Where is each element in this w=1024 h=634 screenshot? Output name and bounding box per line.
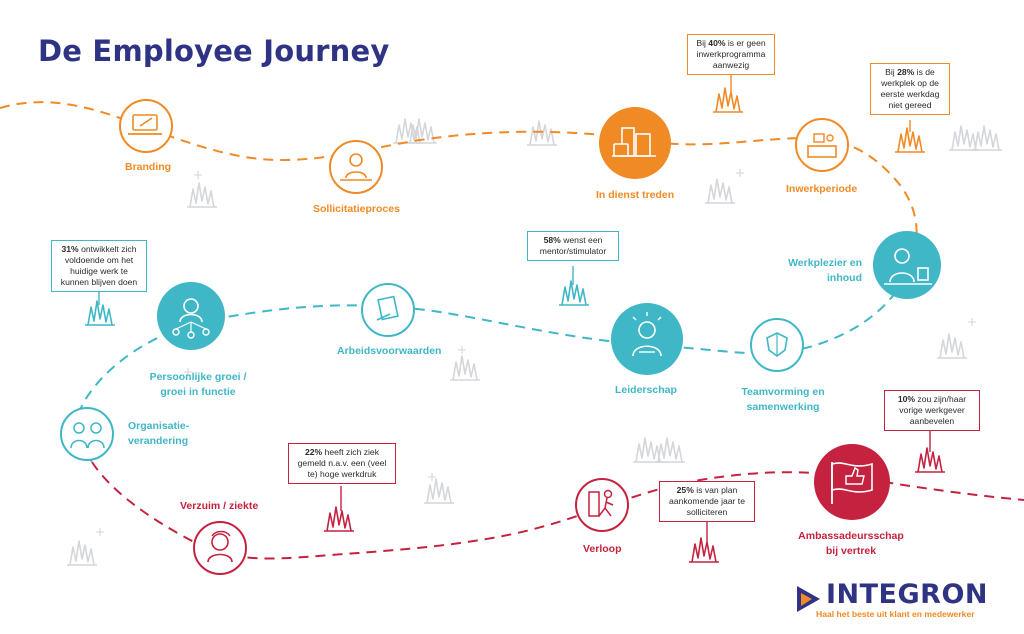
page-title: De Employee Journey [38, 34, 390, 68]
stage-label-ambassadeur-line1: Ambassadeursschap [798, 530, 904, 542]
stage-label-werkplezier: Werkplezier en inhoud [784, 256, 862, 286]
stage-label-arbeidsvoorwaarden: Arbeidsvoorwaarden [337, 345, 442, 357]
stage-label-sollicitatieproces: Sollicitatieproces [313, 203, 400, 215]
thumbs-up-flag-icon [814, 444, 890, 520]
sick-person-icon [193, 521, 247, 575]
stage-label-verzuim: Verzuim / ziekte [180, 500, 259, 512]
stage-label-organisatieverandering: Organisatie- verandering [128, 419, 189, 449]
stage-label-branding: Branding [125, 161, 172, 173]
stat-sign-10: 10% zou zijn/haar vorige werkgever aanbe… [884, 390, 980, 431]
contract-signing-icon [361, 283, 415, 337]
candidate-desk-icon [329, 140, 383, 194]
person-leaving-icon [575, 478, 629, 532]
stage-label-teamvorming-line1: Teamvorming en [741, 386, 825, 398]
stage-label-verloop: Verloop [583, 543, 622, 555]
happy-worker-icon [873, 231, 941, 299]
laptop-pen-icon [119, 99, 173, 153]
stage-label-in-dienst-treden: In dienst treden [596, 189, 675, 201]
office-buildings-icon [599, 107, 671, 179]
stage-label-persoonlijke-groei: Persoonlijke groei / groei in functie [143, 370, 253, 400]
stat-sign-28: Bij 28% is de werkplek op de eerste werk… [870, 63, 950, 115]
stage-label-inwerkperiode: Inwerkperiode [786, 183, 858, 195]
stage-label-ambassadeur-line2: bij vertrek [825, 545, 877, 557]
stage-label-teamvorming-line2: samenwerking [746, 401, 820, 413]
integron-tagline: Haal het beste uit klant en medewerker [816, 609, 975, 619]
stage-label-teamvorming: Teamvorming en samenwerking [738, 385, 828, 415]
stat-sign-58: 58% wenst een mentor/stimulator [527, 231, 619, 261]
growth-network-icon [157, 282, 225, 350]
conversation-people-icon [60, 407, 114, 461]
stage-label-werkplezier-line1: Werkplezier en [788, 257, 862, 269]
stage-label-organisatie-line1: Organisatie- [128, 420, 190, 432]
leader-icon [611, 303, 683, 375]
puzzle-hands-icon [750, 318, 804, 372]
integron-logo-mark [797, 586, 820, 612]
stage-label-ambassadeursschap: Ambassadeursschap bij vertrek [798, 529, 904, 559]
stage-label-groei-line2: groei in functie [160, 386, 236, 398]
stage-label-werkplezier-line2: inhoud [827, 272, 862, 284]
workspace-desk-icon [795, 118, 849, 172]
stage-label-groei-line1: Persoonlijke groei / [149, 371, 247, 383]
sign-grass [84, 75, 946, 563]
stat-sign-40: Bij 40% is er geen inwerkprogramma aanwe… [687, 34, 775, 75]
stat-sign-25: 25% is van plan aankomende jaar te solli… [659, 481, 755, 522]
stat-sign-31: 31% ontwikkelt zich voldoende om het hui… [51, 240, 147, 292]
stage-label-leiderschap: Leiderschap [615, 384, 677, 396]
stage-label-organisatie-line2: verandering [128, 435, 189, 447]
stat-sign-22: 22% heeft zich ziek gemeld n.a.v. een (v… [288, 443, 396, 484]
integron-logo-text: INTEGRON [826, 579, 989, 610]
